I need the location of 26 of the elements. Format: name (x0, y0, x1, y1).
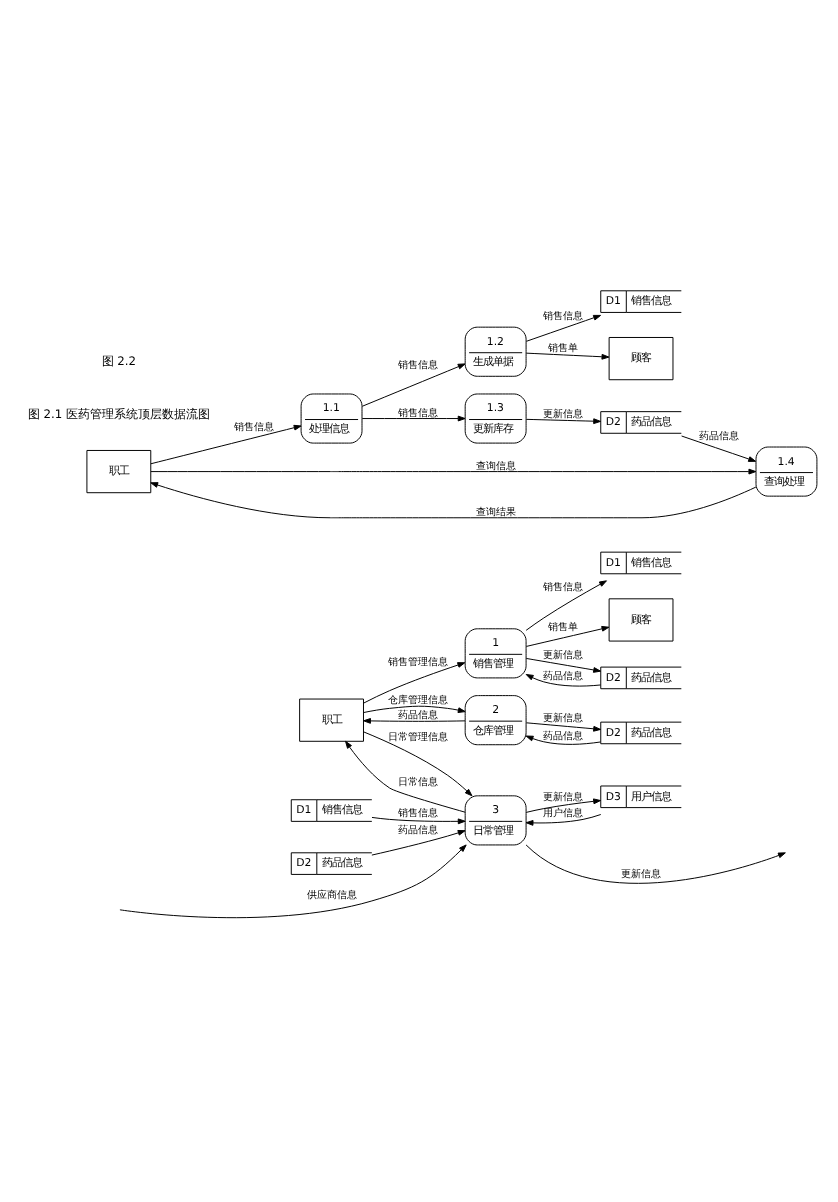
arrow (150, 468, 757, 475)
arrow (525, 844, 786, 884)
arrow (525, 314, 602, 342)
arrow (681, 435, 757, 462)
arrow (525, 722, 602, 732)
arrow (150, 424, 302, 465)
arrow (525, 418, 602, 425)
arrow (525, 798, 602, 813)
arrow (363, 718, 466, 724)
arrow (361, 363, 466, 407)
arrow (363, 731, 473, 797)
arrow (363, 705, 466, 713)
arrow (371, 830, 466, 856)
arrow (150, 482, 757, 519)
arrow (119, 844, 467, 919)
arrow (525, 674, 602, 687)
arrow (525, 814, 602, 826)
arrow (525, 735, 601, 745)
arrow (525, 580, 607, 631)
arrow (345, 740, 466, 813)
arrow (361, 415, 466, 422)
arrow (371, 816, 466, 825)
arrow (525, 352, 610, 360)
arrow (363, 662, 466, 704)
arrow (525, 657, 602, 673)
arrow (525, 625, 610, 647)
